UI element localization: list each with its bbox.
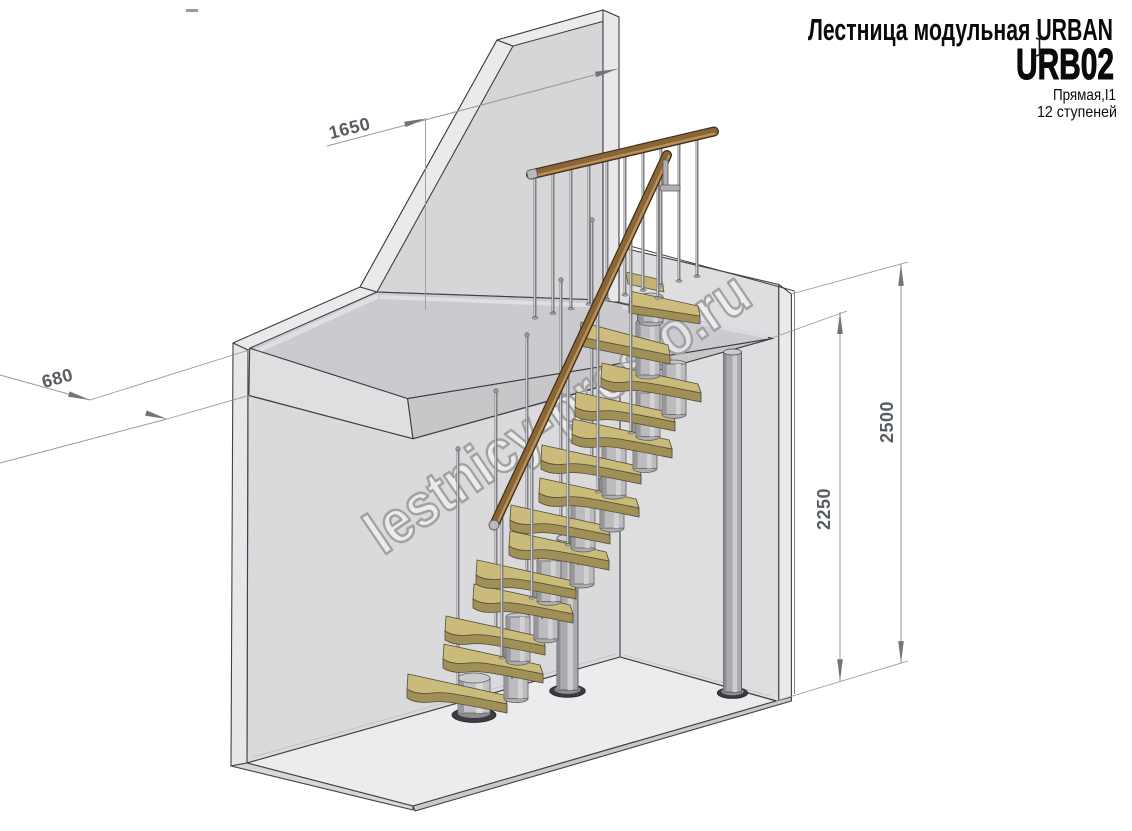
svg-text:Лестница модульная URBAN: Лестница модульная URBAN xyxy=(808,12,1113,47)
svg-text:12 ступеней: 12 ступеней xyxy=(1037,104,1117,121)
svg-text:Прямая,I1: Прямая,I1 xyxy=(1053,87,1116,104)
svg-text:2500: 2500 xyxy=(877,401,897,443)
svg-text:2250: 2250 xyxy=(814,488,834,530)
svg-text:URB02: URB02 xyxy=(1016,40,1114,89)
